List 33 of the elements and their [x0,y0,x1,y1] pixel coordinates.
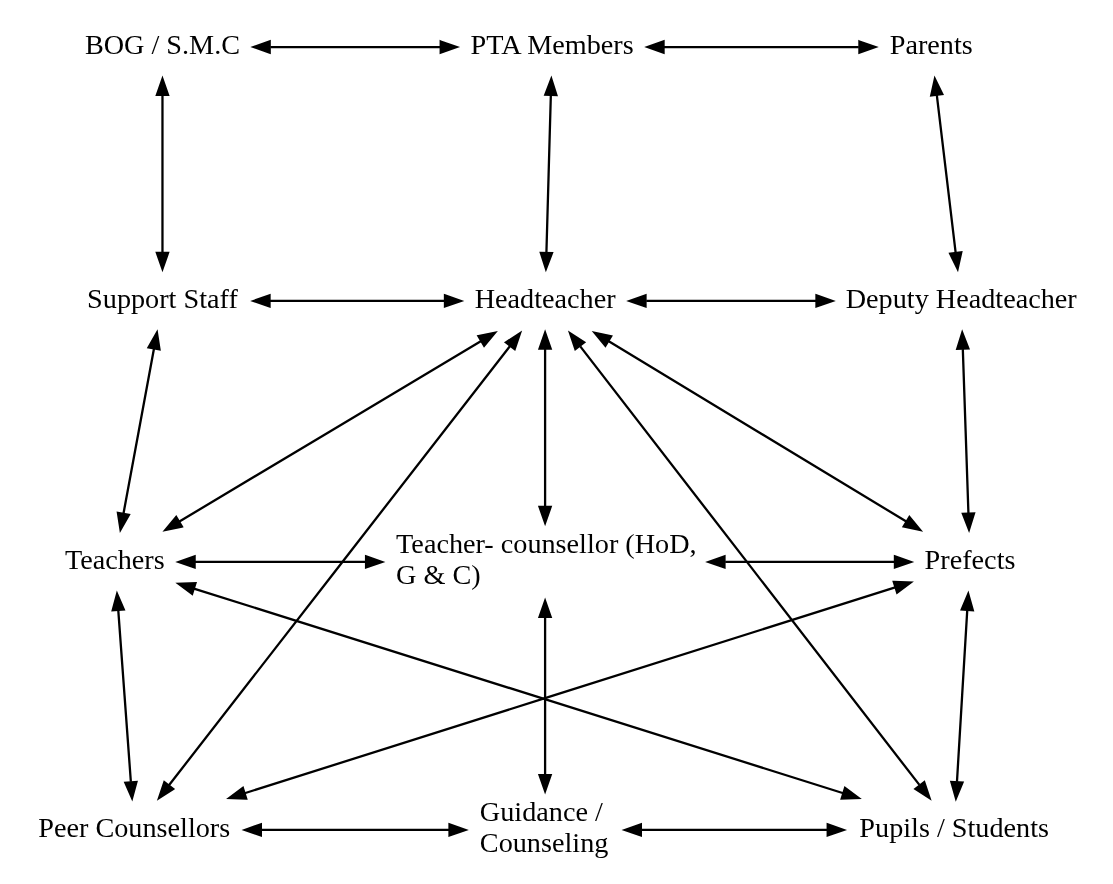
arrow [621,822,847,838]
arrow [249,293,464,309]
node-text: Deputy Headteacher [845,282,1077,314]
node-text: Support Staff [86,282,238,314]
arrow [643,39,879,55]
arrow [537,597,552,795]
node-text: BOG / S.M.C [84,28,240,60]
arrow [949,590,974,802]
arrow [538,75,558,273]
arrow [625,293,836,309]
arrow [567,330,932,801]
node-text: Prefects [924,543,1015,575]
arrow [249,39,460,55]
node-text: Teachers [64,543,165,575]
arrow [591,330,923,532]
arrow [156,330,522,801]
node-text: Pupils / Students [858,811,1049,843]
arrow [154,75,170,273]
arrow [116,329,161,533]
arrow [174,554,385,570]
node-text: Peer Counsellors [37,811,230,843]
node-text: Headteacher [474,282,616,314]
node-text: Parents [889,28,973,60]
arrow [955,329,976,533]
node-text: PTA Members [470,28,634,60]
node-text: Teacher- counsellor (HoD, G & C) [395,527,697,591]
arrow [704,554,914,570]
arrow [929,75,963,273]
arrow [241,822,469,838]
node-text: Guidance / Counseling [479,795,608,859]
arrow [110,590,138,802]
arrow [161,330,498,532]
arrow [537,329,552,527]
